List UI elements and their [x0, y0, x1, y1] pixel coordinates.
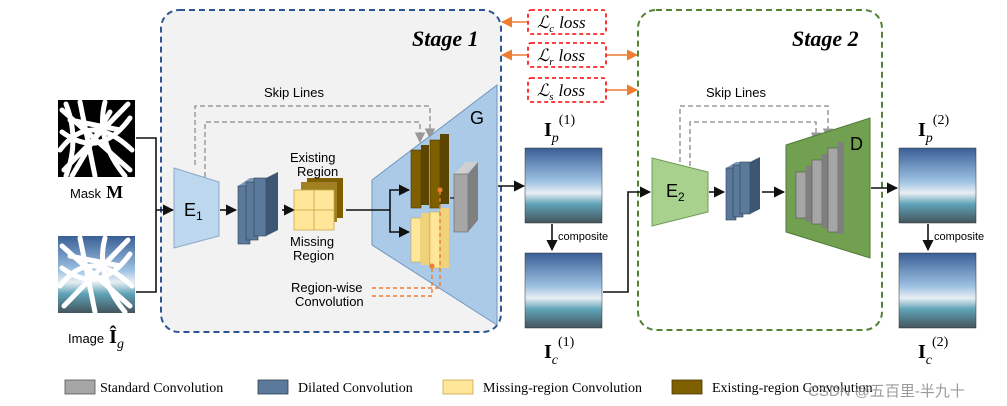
missing-region-label: Missing Region	[290, 234, 338, 263]
branch-down	[389, 210, 411, 238]
generator-label: G	[470, 108, 484, 128]
mask-image	[57, 99, 135, 179]
image-sub: g	[117, 337, 124, 352]
region-wise-pointer-1	[372, 190, 441, 289]
existing-region-label: Existing Region	[290, 150, 339, 179]
ic2-label: Ic(2)	[918, 335, 949, 368]
input-image	[57, 235, 135, 315]
image-symbol: Î	[109, 324, 117, 348]
stage1-title: Stage 1	[412, 26, 479, 51]
encoder-e1-label: E1	[184, 200, 203, 223]
skip-line-inner-stage2	[689, 121, 822, 166]
loss-lc-word: loss	[559, 13, 586, 32]
ic1-label: Ic(1)	[544, 335, 575, 368]
composite-label-2: composite	[934, 231, 984, 243]
existing-conv-blocks	[410, 134, 449, 209]
legend-swatch-standard	[64, 379, 96, 395]
region-wise-pointer-2	[372, 266, 433, 297]
dilated-conv-stage2	[725, 157, 760, 221]
skip-line-outer-stage1	[194, 105, 436, 165]
region-wise-dot-1	[437, 187, 443, 193]
ip1-label: Ip(1)	[544, 113, 575, 146]
skip-line-inner-stage1	[204, 121, 426, 177]
loss-lc-symbol: ℒ	[537, 13, 550, 32]
loss-ls-word: loss	[559, 81, 586, 100]
loss-ls-symbol: ℒ	[537, 81, 550, 100]
legend-label-standard: Standard Convolution	[100, 381, 223, 396]
skip-lines-label-stage2: Skip Lines	[706, 85, 766, 100]
encoder-e1	[173, 167, 220, 249]
mask-symbol: M	[106, 182, 123, 202]
decoder-label: D	[850, 134, 863, 154]
composite-label-1: composite	[558, 231, 608, 243]
legend-label-dilated: Dilated Convolution	[298, 381, 413, 396]
loss-lr-word: loss	[559, 46, 586, 65]
output-ip2-image	[898, 147, 977, 224]
standard-conv-blocks-stage2	[795, 142, 844, 234]
region-wise-label: Region-wise Convolution	[291, 280, 366, 309]
output-ip1-image	[524, 147, 603, 224]
dilated-conv-stage1	[237, 172, 278, 245]
region-split-block	[293, 178, 343, 231]
legend-swatch-existing	[671, 379, 703, 395]
legend-label-existing: Existing-region Convolution	[712, 381, 873, 396]
standard-conv-block-stage1	[453, 162, 478, 233]
output-ic1-image	[524, 252, 603, 329]
stage2-title: Stage 2	[792, 26, 859, 51]
encoder-e2-label: E2	[666, 181, 685, 204]
output-ic2-image	[898, 252, 977, 329]
legend: Standard Convolution Dilated Convolution…	[64, 379, 873, 396]
loss-lc-sub: c	[549, 23, 554, 35]
loss-ls-sub: s	[549, 91, 553, 103]
encoder-e2	[651, 157, 709, 227]
skip-line-outer-stage2	[679, 105, 834, 162]
watermark: CSDN @五百里-半九十	[808, 383, 965, 400]
region-wise-dot-2	[429, 263, 435, 269]
branch-up	[389, 184, 411, 210]
skip-lines-label-stage1: Skip Lines	[264, 85, 324, 100]
loss-lr-sub: r	[549, 56, 554, 68]
ip2-label: Ip(2)	[918, 113, 949, 146]
legend-swatch-missing	[442, 379, 474, 395]
image-connector	[136, 210, 157, 293]
loss-lr-symbol: ℒ	[537, 46, 550, 65]
mask-connector	[136, 137, 157, 210]
legend-label-missing: Missing-region Convolution	[483, 381, 642, 396]
legend-swatch-dilated	[257, 379, 289, 395]
ic1-to-e2-connector	[603, 186, 652, 293]
